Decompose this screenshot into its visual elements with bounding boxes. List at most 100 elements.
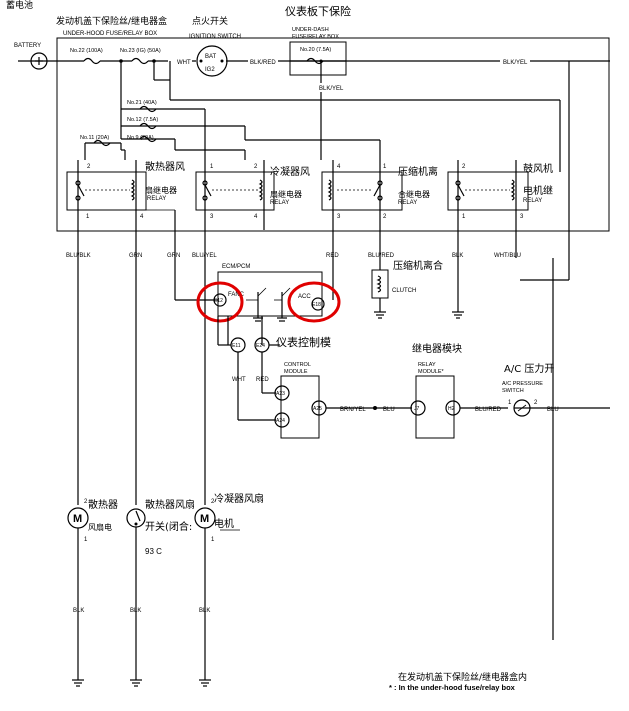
motor3-pin2: 2 [211,499,215,505]
e18-label: E18 [312,302,321,308]
wire-wht-top: WHT [177,60,191,66]
ign-ig2-label: IG2 [205,67,215,73]
relay1-cn-1: 散热器风 [145,160,185,173]
wire-blk-m2: BLK [130,608,141,614]
fuse-11-label: No.11 (20A) [80,135,109,141]
relay3-pin4: 4 [337,164,341,170]
relay2-cn-1: 冷凝器风 [270,165,310,178]
relay2-pin2: 2 [254,164,258,170]
motor1-cn-1: 散热器 [88,498,118,511]
clutch-label: CLUTCH [392,288,416,294]
ignition-switch: BAT IG2 [196,45,228,77]
relay1-pin1: 1 [86,214,90,220]
wire-blk-red-top: BLK/RED [250,60,276,66]
ecm-label: ECM/PCM [222,264,250,270]
ps-cn-label: A/C 压力开 [504,362,554,375]
rm-pin-j7: J7 [410,400,426,416]
fuse-23 [131,57,149,65]
wire-blu-red-2: BLU/RED [475,407,502,413]
wire-blu-blk: BLU/BLK [66,253,91,259]
ud-box-title-1: UNDER-DASH [292,27,329,33]
condenser-fan-motor: M [194,507,216,529]
wire-blk-m3: BLK [199,608,210,614]
radiator-fan-switch [126,508,146,528]
highlight-circle-fanc [196,281,244,323]
relay4-relay-label: RELAY [523,198,542,204]
relay1-pin2: 2 [87,164,91,170]
relay3-pin3: 3 [337,214,341,220]
relay2-pin3: 3 [210,214,214,220]
motor3-cn-1: 冷凝器风扇 [214,492,264,505]
rm-pin-h2: H2 [445,400,461,416]
compressor-clutch-coil [371,269,389,299]
j7-label: J7 [414,406,420,412]
wire-blk-1: BLK [452,253,463,259]
fuse-21 [139,105,157,113]
ground-switch [130,679,142,687]
wire-brn-yel: BRN/YEL [340,407,366,413]
wire-red-1: RED [326,253,339,259]
garbled-label-ign-cn: 点火开关 [192,15,228,27]
highlight-circle-acc [287,281,341,323]
garbled-label-uh-box-cn: 发动机盖下保险丝/继电器盒 [56,15,167,27]
wire-blu-2: BLU [547,407,559,413]
ecm-ground-1 [253,317,263,322]
fuse-22 [83,57,101,65]
underdash-box-cn-title: 仪表板下保险 [285,4,351,18]
footnote-cn: 在发动机盖下保险丝/继电器盒内 [398,671,527,683]
motor3-m: M [200,513,209,525]
wire-grn-1: GRN [129,253,142,259]
ud-box-title-2: FUSE/RELAY BOX [292,34,339,40]
ign-switch-title: IGNITION SWITCH [189,34,241,40]
wire-wht-2: WHT [232,377,246,383]
fuse-21-label: No.21 (40A) [127,100,157,106]
footnote-en: * : In the under-hood fuse/relay box [389,683,516,692]
rm-cn-label: 继电器模块 [412,342,462,355]
e24-label: E24 [256,343,265,349]
acc-label: ACC [298,294,311,300]
relay2-cn-2: 扇继电器 [270,189,302,199]
relay3-cn-2: 合继电器 [398,189,430,199]
fuse-22-label: No.22 (100A) [70,48,103,54]
garbled-label-battery-cn: 蓄电池 [6,0,33,11]
rm-title-1: RELAY [418,362,436,368]
switch-cn-1: 散热器风扇 [145,498,195,511]
relay1-pin4: 4 [140,214,144,220]
wire-grn-2: GRN [167,253,180,259]
under-dash-fuse-relay-box [289,41,347,76]
switch-temp: 93 C [145,547,162,556]
wire-blk-yel-mid: BLK/YEL [319,86,344,92]
fuse-11 [93,139,111,147]
clutch-cn-label: 压缩机离合 [393,259,443,272]
ps-title-2: SWITCH [502,388,524,394]
motor1-cn-2: 风扇电 [88,522,112,532]
ecm-pin-e11: E11 [230,337,246,353]
fanc-label: FANC [228,292,245,298]
relay3-relay-label: RELAY [398,200,417,206]
cm-cn-label: 仪表控制模 [276,335,331,349]
cm-pin-a23: A23 [274,385,290,401]
blower-motor-relay: 2 鼓风机 电机继 RELAY 1 3 [447,160,553,230]
relay-module-box [415,375,455,439]
wire-blu-yel: BLU/YEL [192,253,217,259]
wire-blu-1: BLU [383,407,395,413]
ecm-ground-2 [277,317,287,322]
radiator-fan-relay: 2 散热器风 扇继电器 RELAY 1 4 [66,160,185,230]
control-module-box [280,375,320,439]
relay2-pin1-top: 1 [210,164,214,170]
e12-label: E12 [214,298,223,304]
fuse-23-label: No.23 (IG) (50A) [120,48,161,54]
relay4-cn-2: 电机继 [523,184,553,197]
relay3-pin2: 2 [383,214,387,220]
compressor-clutch-relay: 4 1 压缩机离 合继电器 RELAY 3 2 [321,160,438,230]
relay2-pin4: 4 [254,214,258,220]
fuse-20-label: No.20 (7.5A) [300,47,331,53]
fuse-9 [139,135,157,143]
ac-pressure-switch [513,399,531,417]
wire-red-2: RED [256,377,269,383]
cm-title-1: CONTROL [284,362,311,368]
condenser-fan-relay: 1 2 冷凝器风 扇继电器 RELAY 3 4 [195,160,310,230]
ecm-pin-e12: E12 [213,293,227,307]
relay3-cn-1: 压缩机离 [398,165,438,178]
